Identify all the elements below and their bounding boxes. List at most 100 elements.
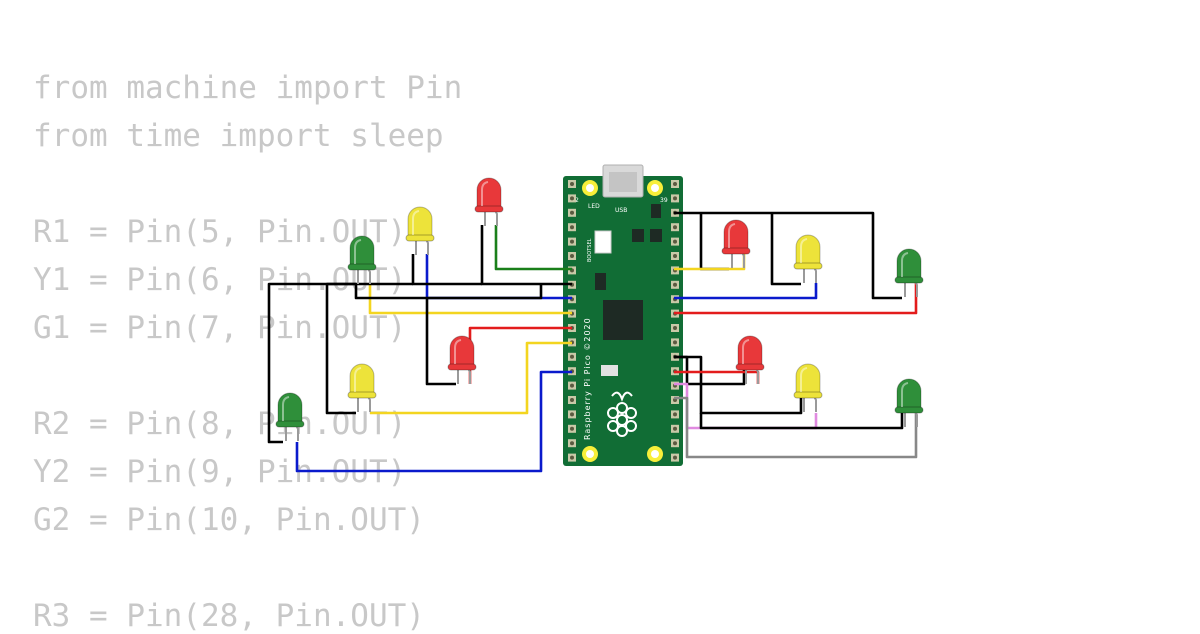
- header-pin-hole-left-20: [570, 455, 574, 460]
- header-pin-hole-left-19: [570, 441, 574, 446]
- bootsel-button[interactable]: [594, 230, 612, 254]
- led-yellow-1[interactable]: [405, 206, 435, 255]
- led-highlight: [901, 382, 909, 407]
- led-group: [275, 177, 924, 441]
- chip-small-1: [632, 229, 644, 242]
- header-pin-hole-left-6: [570, 254, 574, 258]
- led-body: [896, 378, 922, 412]
- header-pin-hole-right-19: [673, 441, 677, 446]
- led-red-4[interactable]: [735, 335, 765, 384]
- wire-yellow-g1[interactable]: [368, 283, 572, 315]
- header-pin-hole-right-8: [673, 282, 677, 287]
- wire-blue-y1[interactable]: [425, 254, 572, 300]
- wire-gray-right[interactable]: [674, 396, 918, 459]
- led-rim: [793, 391, 823, 399]
- led-green-3[interactable]: [894, 248, 924, 297]
- pico-board[interactable]: LED USB 2 39 BOOTSEL Raspberry Pi Pico ©…: [563, 164, 683, 466]
- code-line-r1: R1 = Pin(5, Pin.OUT): [33, 214, 407, 250]
- led-red-2[interactable]: [447, 335, 477, 384]
- led-yellow-4[interactable]: [793, 363, 823, 412]
- code-line-g1: G1 = Pin(7, Pin.OUT): [33, 310, 407, 346]
- header-pin-hole-right-18: [673, 426, 677, 431]
- led-yellow-3[interactable]: [793, 234, 823, 283]
- led-body: [896, 248, 922, 282]
- wire-green-r1[interactable]: [494, 225, 572, 271]
- led-yellow-2[interactable]: [347, 363, 377, 412]
- led-rim: [405, 234, 435, 242]
- led-highlight: [412, 210, 420, 235]
- wire-black-right-g3-gnd[interactable]: [699, 413, 904, 430]
- code-line-y1: Y1 = Pin(6, Pin.OUT): [33, 262, 407, 298]
- led-rim: [735, 363, 765, 371]
- led-highlight: [742, 339, 750, 364]
- wire-black-y1-gnd[interactable]: [411, 254, 482, 286]
- led-body: [277, 392, 303, 426]
- silk-pin-right: 39: [660, 197, 668, 204]
- code-line-r3: R3 = Pin(28, Pin.OUT): [33, 598, 425, 634]
- header-pin-hole-left-2: [570, 196, 574, 201]
- raspberry-logo-icon: [607, 391, 637, 437]
- led-rim: [793, 262, 823, 270]
- header-pin-hole-left-17: [570, 412, 574, 417]
- wire-black-r2-gnd[interactable]: [425, 298, 456, 386]
- chip-small-2: [650, 229, 662, 242]
- usb-port-inner: [609, 172, 637, 192]
- code-line-import-sleep: from time import sleep: [33, 118, 444, 154]
- wire-yellow-right-r[interactable]: [674, 254, 746, 271]
- header-pin-hole-right-2: [673, 196, 677, 201]
- wire-black-g1-gnd[interactable]: [354, 283, 543, 300]
- led-green-4[interactable]: [894, 378, 924, 427]
- silk-bootsel-label: BOOTSEL: [587, 238, 593, 262]
- led-body: [349, 363, 375, 397]
- led-body: [449, 335, 475, 369]
- led-body: [737, 335, 763, 369]
- wire-blue-right-y[interactable]: [674, 283, 818, 300]
- header-pin-hole-left-3: [570, 210, 574, 215]
- rp2040-chip: [603, 300, 643, 340]
- header-pin-hole-left-15: [570, 383, 574, 388]
- header-pin-hole-left-5: [570, 239, 574, 244]
- mount-hole-tl-center: [586, 184, 594, 192]
- led-highlight: [800, 238, 808, 263]
- header-pin-hole-left-18: [570, 426, 574, 431]
- flash-component: [601, 365, 618, 376]
- led-green-2[interactable]: [275, 392, 305, 441]
- led-highlight: [454, 339, 462, 364]
- mount-hole-bl-center: [586, 450, 594, 458]
- led-highlight: [354, 239, 362, 264]
- mount-hole-br-center: [651, 450, 659, 458]
- silk-brand-label: Raspberry Pi Pico ©2020: [583, 317, 592, 440]
- led-body: [723, 219, 749, 253]
- led-green-1[interactable]: [347, 235, 377, 284]
- led-highlight: [354, 367, 362, 392]
- wire-black-top-bus[interactable]: [674, 211, 902, 300]
- silk-led-label: LED: [588, 203, 600, 210]
- wire-blue-g2[interactable]: [295, 370, 572, 473]
- led-highlight: [901, 252, 909, 277]
- led-red-3[interactable]: [721, 219, 751, 268]
- wire-black-g2-gnd[interactable]: [267, 282, 356, 444]
- header-pin-hole-right-4: [673, 225, 677, 230]
- led-body: [407, 206, 433, 240]
- header-pin-hole-right-1: [673, 182, 677, 186]
- wire-black-y-top-gnd[interactable]: [770, 213, 801, 286]
- led-rim: [474, 205, 504, 213]
- led-rim: [447, 363, 477, 371]
- led-body: [476, 177, 502, 211]
- led-rim: [275, 420, 305, 428]
- wire-pink-right[interactable]: [674, 382, 818, 430]
- code-line-g2: G2 = Pin(10, Pin.OUT): [33, 502, 425, 538]
- wire-red-r2[interactable]: [468, 326, 572, 384]
- header-pin-hole-right-11: [673, 326, 677, 330]
- led-highlight: [282, 396, 290, 421]
- header-pin-hole-right-5: [673, 239, 677, 244]
- led-red-1[interactable]: [474, 177, 504, 226]
- wire-black-right-r2-gnd[interactable]: [674, 355, 746, 386]
- chip-small-3: [595, 273, 606, 290]
- code-line-import-pin: from machine import Pin: [33, 70, 463, 106]
- led-rim: [721, 247, 751, 255]
- led-rim: [347, 263, 377, 271]
- led-highlight: [800, 367, 808, 392]
- wire-yellow-y2[interactable]: [370, 341, 572, 415]
